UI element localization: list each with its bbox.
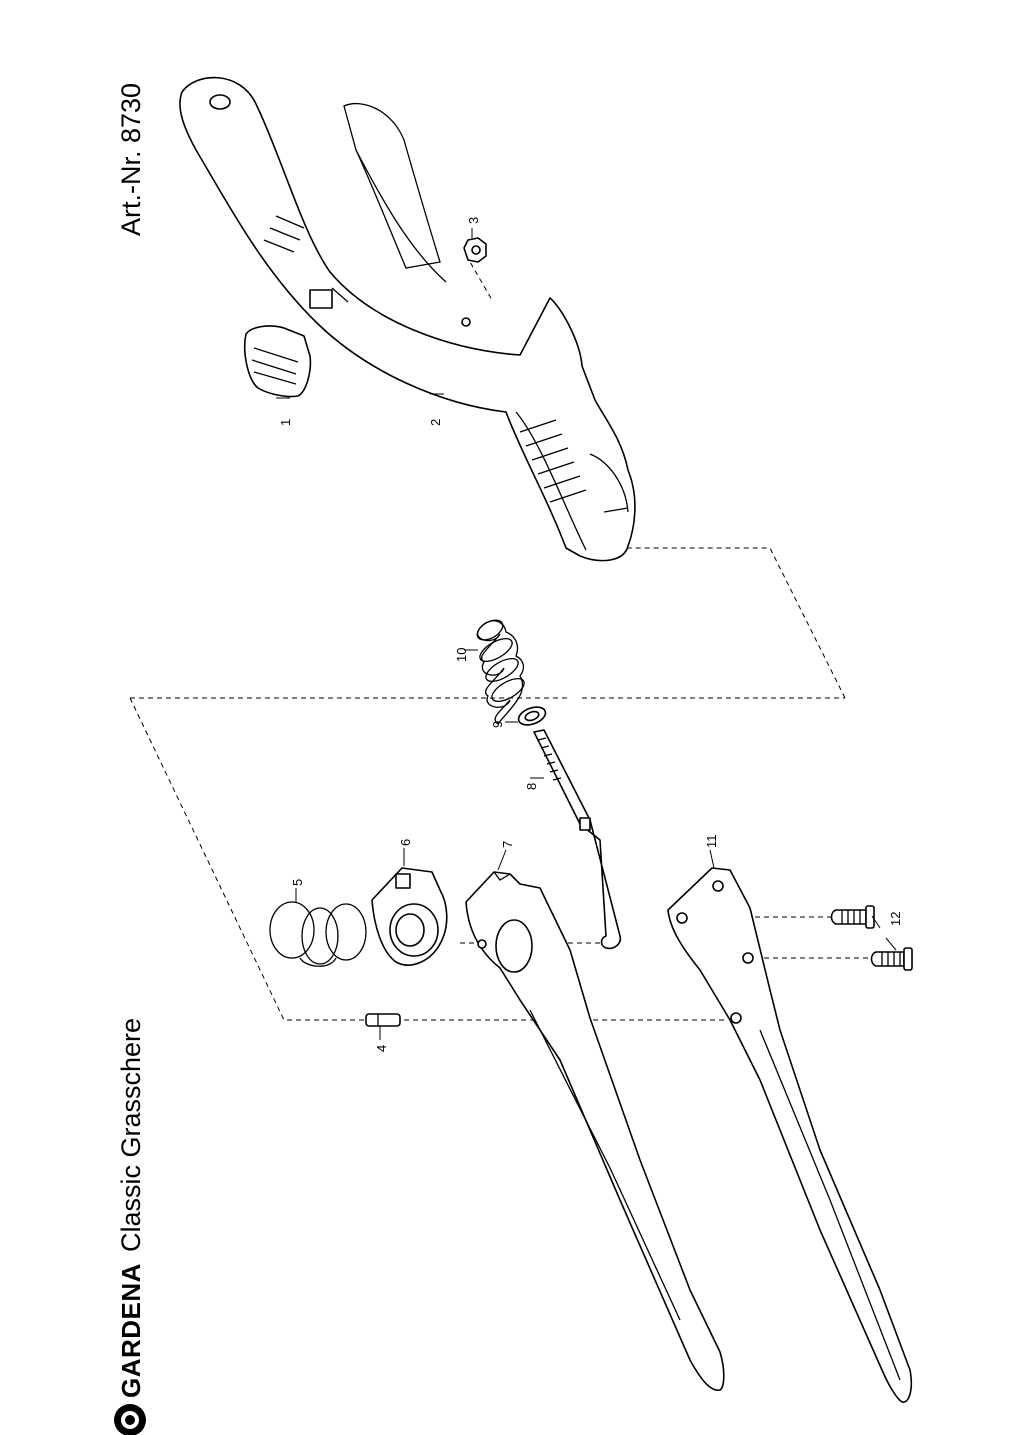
brand-name: GARDENA xyxy=(116,1263,146,1398)
callout-8: 8 xyxy=(524,783,539,790)
callout-7: 7 xyxy=(500,841,515,848)
handle-part xyxy=(179,76,636,562)
screw-parts xyxy=(830,905,913,971)
lower-blade-part xyxy=(667,867,913,1403)
compression-spring-part xyxy=(476,619,525,725)
callout-6: 6 xyxy=(398,839,413,846)
callout-leaders xyxy=(276,228,897,1040)
nut-part xyxy=(463,237,487,263)
callout-12: 12 xyxy=(888,912,903,926)
callout-10: 10 xyxy=(454,648,469,662)
callout-1: 1 xyxy=(278,419,293,426)
bushing-part xyxy=(371,867,448,966)
callout-2: 2 xyxy=(428,419,443,426)
lock-slider-part xyxy=(243,325,312,398)
washer-part xyxy=(517,706,547,726)
callout-5: 5 xyxy=(290,879,305,886)
callout-3: 3 xyxy=(466,217,481,224)
brand-logo xyxy=(114,1404,146,1435)
callout-4: 4 xyxy=(374,1045,389,1052)
product-title: Classic Grasschere xyxy=(116,1018,146,1252)
threaded-rod-part xyxy=(533,729,622,950)
handle-grip-ribs xyxy=(519,419,587,503)
coil-spring-part xyxy=(269,901,367,967)
article-number: Art.-Nr. 8730 xyxy=(116,83,146,236)
upper-blade-part xyxy=(465,871,725,1391)
callout-11: 11 xyxy=(704,835,719,849)
pivot-pin-part xyxy=(365,1013,401,1027)
callout-9: 9 xyxy=(490,721,505,728)
